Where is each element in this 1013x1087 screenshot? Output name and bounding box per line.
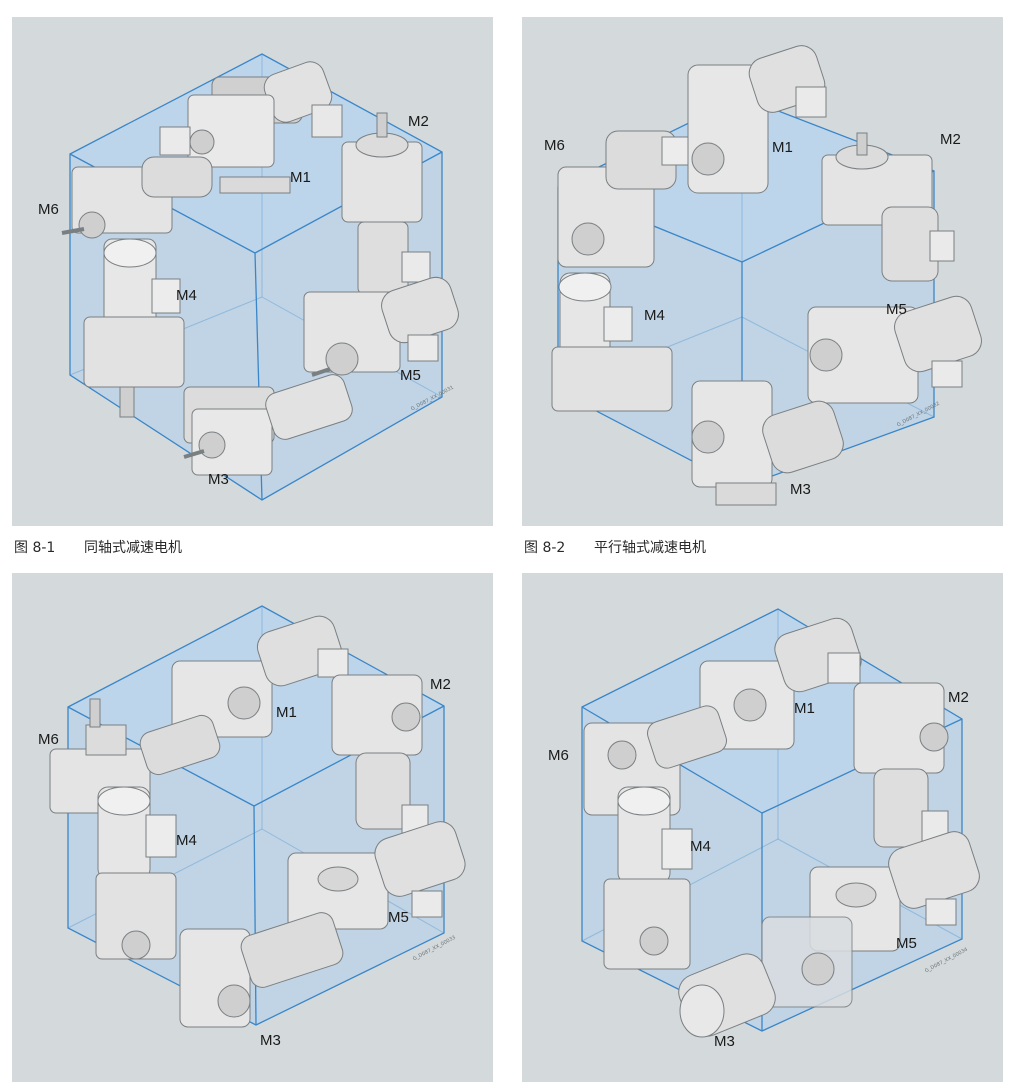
position-label-m2: M2 — [430, 676, 451, 693]
gear-motor-icon — [287, 821, 466, 930]
cube-diagram — [49, 605, 466, 1028]
position-label-m3: M3 — [714, 1033, 735, 1050]
cube-diagram — [61, 53, 459, 501]
cube-diagram — [581, 608, 980, 1038]
figure-caption-8-1: 图 8-1 同轴式减速电机 — [14, 537, 182, 557]
position-label-m5: M5 — [388, 909, 409, 926]
position-label-m6: M6 — [548, 747, 569, 764]
gear-motor-icon — [341, 112, 431, 295]
figure-title: 平行轴式减速电机 — [594, 540, 706, 556]
position-label-m3: M3 — [790, 481, 811, 498]
position-label-m5: M5 — [886, 301, 907, 318]
cube-diagram — [551, 45, 982, 506]
gear-motor-icon — [303, 276, 459, 377]
gear-motor-icon — [61, 126, 213, 239]
gear-motor-icon — [603, 786, 693, 970]
gear-motor-icon — [331, 674, 429, 834]
gear-motor-icon — [551, 272, 673, 412]
gear-motor-icon — [183, 374, 353, 476]
gear-motor-icon — [821, 132, 955, 282]
gear-motor-icon — [691, 380, 844, 506]
gear-motor-icon — [807, 295, 982, 404]
position-label-m2: M2 — [408, 113, 429, 130]
position-label-m1: M1 — [794, 700, 815, 717]
figure-number: 图 8-1 — [14, 540, 56, 556]
position-label-m1: M1 — [290, 169, 311, 186]
gear-motor-icon — [187, 61, 343, 194]
figure-panel-4: M1 M2 M3 M4 M5 M6 G_D087_XX_00034 — [522, 573, 1003, 1082]
figure-panel-2: M1 M2 M3 M4 M5 M6 G_D087_XX_00032 — [522, 17, 1003, 526]
gear-motor-icon — [171, 615, 349, 738]
position-label-m1: M1 — [772, 139, 793, 156]
position-label-m2: M2 — [948, 689, 969, 706]
position-label-m4: M4 — [176, 287, 197, 304]
gear-motor-icon — [179, 912, 344, 1028]
position-label-m3: M3 — [260, 1032, 281, 1049]
gear-motor-icon — [83, 238, 185, 418]
gear-motor-icon — [809, 831, 980, 952]
gear-motor-icon — [687, 45, 827, 194]
position-label-m6: M6 — [544, 137, 565, 154]
gear-motor-icon — [853, 682, 949, 848]
figure-title: 同轴式减速电机 — [84, 540, 182, 556]
figure-panel-3: M1 M2 M3 M4 M5 M6 G_D087_XX_00033 — [12, 573, 493, 1082]
gear-motor-icon — [95, 786, 177, 960]
figure-caption-8-2: 图 8-2 平行轴式减速电机 — [524, 537, 706, 557]
position-label-m3: M3 — [208, 471, 229, 488]
position-label-m4: M4 — [644, 307, 665, 324]
gear-motor-icon — [699, 617, 862, 750]
gear-motor-icon — [678, 916, 853, 1038]
position-label-m5: M5 — [896, 935, 917, 952]
position-label-m5: M5 — [400, 367, 421, 384]
gear-motor-icon — [557, 130, 689, 268]
position-label-m6: M6 — [38, 201, 59, 218]
position-label-m4: M4 — [176, 832, 197, 849]
position-label-m4: M4 — [690, 838, 711, 855]
figure-number: 图 8-2 — [524, 540, 566, 556]
position-label-m1: M1 — [276, 704, 297, 721]
position-label-m6: M6 — [38, 731, 59, 748]
figure-panel-1: M1 M2 M3 M4 M5 M6 G_D087_XX_00031 — [12, 17, 493, 526]
position-label-m2: M2 — [940, 131, 961, 148]
